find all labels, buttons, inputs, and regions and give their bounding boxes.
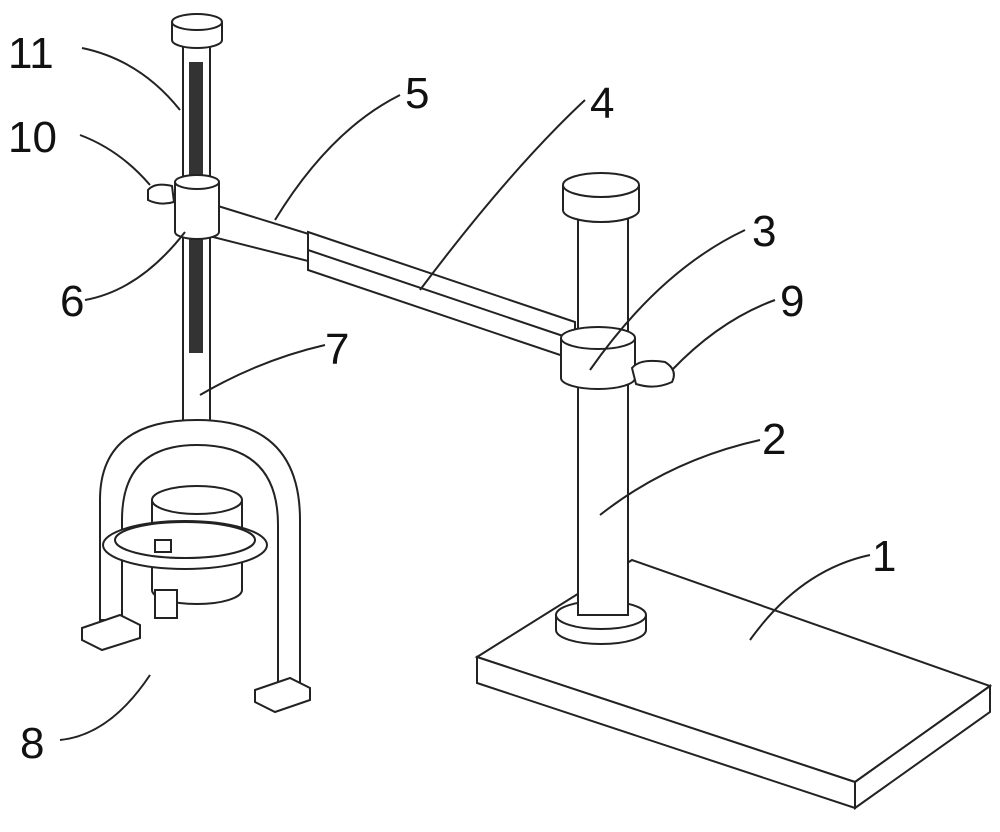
label-5: 5 — [405, 72, 429, 116]
label-7: 7 — [325, 328, 349, 372]
label-2: 2 — [762, 418, 786, 462]
arms — [205, 202, 575, 360]
label-9: 9 — [780, 280, 804, 324]
frame — [82, 420, 310, 712]
label-1: 1 — [872, 535, 896, 579]
label-6: 6 — [60, 280, 84, 324]
label-8: 8 — [20, 722, 44, 766]
label-10: 10 — [8, 116, 57, 160]
label-3: 3 — [752, 210, 776, 254]
base-plate — [477, 560, 990, 808]
column-collar — [561, 327, 674, 389]
label-11: 11 — [8, 32, 54, 76]
label-4: 4 — [590, 82, 614, 126]
vertical-rod — [148, 14, 222, 435]
